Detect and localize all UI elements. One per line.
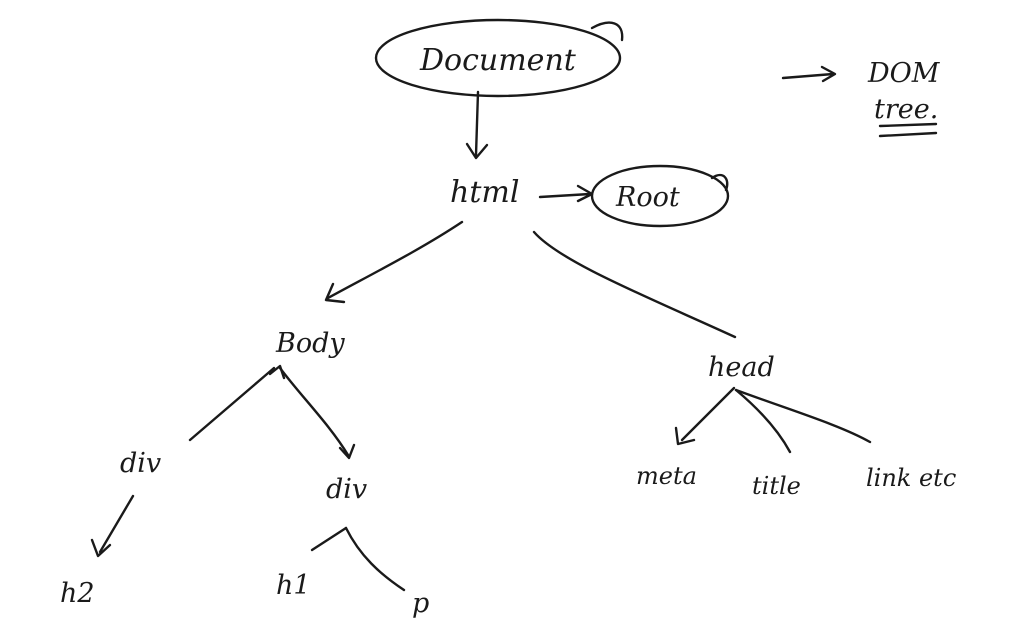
document-ellipse-tail: [590, 21, 624, 42]
body-to-div-right-arrowhead: [338, 443, 356, 460]
tree-underline-2: [878, 131, 938, 138]
div-to-p-line: [344, 526, 406, 592]
head-to-title-line: [734, 388, 792, 454]
div-left-node: div: [120, 448, 161, 479]
html-to-body-arrow: [326, 220, 464, 300]
document-ellipse: [374, 18, 622, 98]
title-node: title: [752, 472, 801, 500]
p-node: p: [412, 588, 429, 618]
document-to-html-arrowhead: [465, 142, 489, 160]
head-to-link-line: [734, 388, 872, 444]
root-node: Root: [615, 182, 680, 213]
tree-label: tree.: [874, 94, 938, 125]
div-right-node: div: [326, 474, 367, 505]
link-etc-node: link etc: [866, 464, 956, 492]
body-to-div-left-line: [188, 366, 276, 442]
dom-annotation-arrow: [781, 72, 835, 80]
h2-node: h2: [60, 578, 95, 609]
html-to-root-arrow: [538, 192, 592, 199]
h1-node: h1: [276, 570, 311, 601]
head-to-meta-arrowhead: [674, 426, 696, 446]
html-node: html: [450, 175, 519, 210]
dom-annotation-arrowhead: [820, 65, 837, 83]
div-to-h2-arrowhead: [90, 538, 112, 558]
body-node: Body: [275, 328, 345, 359]
body-fork-mark: [268, 364, 286, 380]
root-ellipse: [590, 164, 730, 228]
head-node: head: [708, 352, 775, 383]
html-to-head-line: [532, 230, 737, 339]
html-to-body-arrowhead: [324, 282, 346, 304]
dom-label: DOM: [867, 58, 941, 89]
document-node: Document: [419, 43, 577, 78]
meta-node: meta: [636, 462, 697, 490]
root-ellipse-tail: [710, 173, 729, 192]
tree-underline-1: [878, 122, 938, 128]
div-to-h2-arrow: [98, 494, 135, 554]
body-to-div-right-arrow: [278, 366, 350, 457]
document-to-html-arrow: [474, 90, 480, 157]
div-to-h1-line: [310, 526, 348, 552]
head-to-meta-arrow: [680, 386, 736, 442]
